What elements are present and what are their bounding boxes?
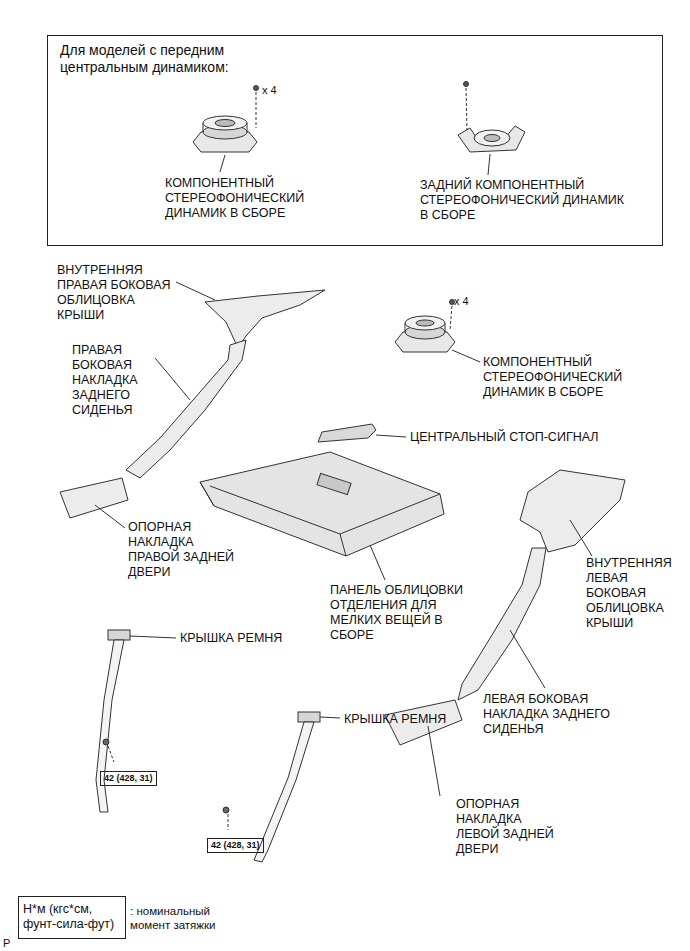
leader-line (155, 358, 190, 400)
part-label: КОМПОНЕНТНЫЙ СТЕРЕОФОНИЧЕСКИЙ ДИНАМИК В … (165, 176, 335, 221)
leader-line (510, 630, 545, 688)
seat-belt-drawing (96, 630, 130, 812)
part-label: КРЫШКА РЕМНЯ (180, 631, 320, 646)
part-label: ПРАВАЯ БОКОВАЯ НАКЛАДКА ЗАДНЕГО СИДЕНЬЯ (72, 343, 154, 418)
part-label: ВНУТРЕННЯЯ ПРАВАЯ БОКОВАЯ ОБЛИЦОВКА КРЫШ… (57, 263, 182, 323)
legend-text: : номинальный момент затяжки (130, 904, 250, 932)
rear-speaker-drawing (458, 82, 525, 153)
part-label: ЦЕНТРАЛЬНЫЙ СТОП-СИГНАЛ (410, 430, 650, 445)
legend-box: Н*м (кгс*см, фунт-сила-фут) (18, 896, 126, 939)
quantity-note: x 4 (262, 84, 302, 97)
part-label: ОПОРНАЯ НАКЛАДКА ЛЕВОЙ ЗАДНЕЙ ДВЕРИ (456, 797, 568, 857)
legend-unit-text: Н*м (кгс*см, фунт-сила-фут) (23, 902, 121, 932)
leader-line (570, 520, 592, 556)
part-label: ЗАДНИЙ КОМПОНЕНТНЫЙ СТЕРЕОФОНИЧЕСКИЙ ДИН… (420, 178, 630, 223)
roof-trim-drawing (520, 470, 625, 552)
stop-light-drawing (318, 424, 376, 442)
part-label: КРЫШКА РЕМНЯ (344, 712, 484, 727)
package-tray-drawing (200, 452, 444, 556)
part-label: КОМПОНЕНТНЫЙ СТЕРЕОФОНИЧЕСКИЙ ДИНАМИК В … (483, 355, 663, 400)
leader-line (220, 155, 225, 172)
torque-value: 42 (428, 31) (208, 839, 263, 852)
leader-line (370, 545, 385, 580)
speaker-drawing (193, 86, 259, 153)
pillar-trim-drawing (458, 548, 546, 700)
part-label: ВНУТРЕННЯЯ ЛЕВАЯ БОКОВАЯ ОБЛИЦОВКА КРЫШИ (586, 556, 686, 631)
leader-line (130, 636, 176, 638)
speaker-drawing (395, 300, 455, 353)
quantity-note: x 4 (454, 294, 494, 309)
leader-line (452, 350, 480, 362)
torque-box: 42 (428, 31) (207, 838, 264, 853)
page-mark: P (3, 936, 17, 951)
part-label: ПАНЕЛЬ ОБЛИЦОВКИ ОТДЕЛЕНИЯ ДЛЯ МЕЛКИХ ВЕ… (330, 583, 482, 643)
pillar-trim-drawing (126, 340, 246, 478)
torque-value: 42 (428, 31) (101, 772, 156, 785)
roof-trim-drawing (205, 290, 325, 348)
seat-belt-drawing (223, 712, 320, 862)
leader-line (376, 435, 406, 437)
leader-line (488, 154, 490, 175)
leader-line (320, 717, 340, 718)
variant-frame: Для моделей с передним центральным динам… (47, 35, 663, 246)
part-label: ЛЕВАЯ БОКОВАЯ НАКЛАДКА ЗАДНЕГО СИДЕНЬЯ (483, 692, 633, 737)
part-label: ОПОРНАЯ НАКЛАДКА ПРАВОЙ ЗАДНЕЙ ДВЕРИ (128, 520, 248, 580)
torque-box: 42 (428, 31) (100, 771, 157, 786)
frame-heading: Для моделей с передним центральным динам… (60, 42, 300, 76)
scuff-plate-drawing (60, 478, 128, 518)
leader-line (176, 282, 215, 300)
leader-line (95, 505, 125, 528)
leader-line (428, 726, 440, 796)
